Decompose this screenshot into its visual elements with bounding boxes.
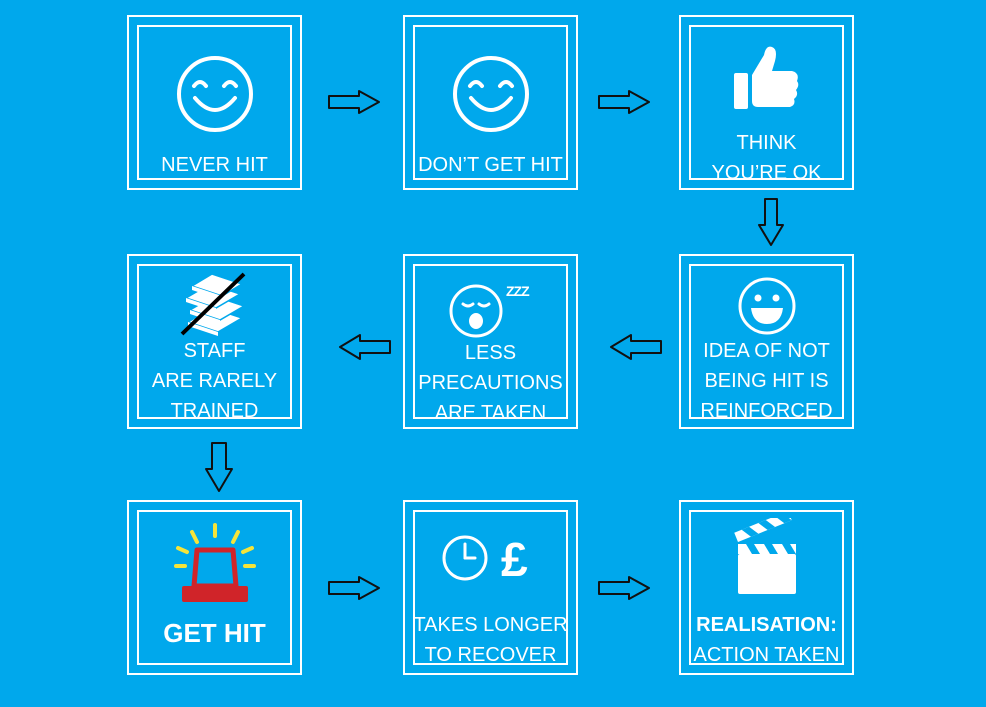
step-realisation: REALISATION: ACTION TAKEN [679, 500, 854, 675]
sleepy-face-icon: ZZZ [405, 278, 576, 340]
step-label: THINK YOU’RE OK [711, 132, 822, 184]
step-inner-border [137, 510, 292, 665]
clock-pound-icon: £ [405, 532, 576, 584]
arrow-down-icon [205, 442, 233, 492]
step-label: NEVER HIT [161, 154, 268, 176]
step-inner-border [689, 510, 844, 665]
step-never-hit: NEVER HIT [127, 15, 302, 190]
siren-icon [129, 520, 300, 610]
arrow-right-icon [328, 576, 380, 600]
step-label: STAFF ARE RARELY TRAINED [151, 340, 278, 422]
arrow-down-icon [758, 198, 784, 246]
step-label: DON’T GET HIT [418, 154, 563, 176]
step-idea-reinforced: IDEA OF NOT BEING HIT IS REINFORCED [679, 254, 854, 429]
arrow-left-icon [339, 334, 391, 360]
step-inner-border [689, 25, 844, 180]
sleep-zzz-text: ZZZ [506, 283, 530, 299]
step-inner-border [137, 25, 292, 180]
step-takes-longer: £ TAKES LONGER TO RECOVER [403, 500, 578, 675]
grinning-face-icon [681, 276, 852, 336]
step-inner-border [413, 264, 568, 419]
arrow-right-icon [598, 90, 650, 114]
step-dont-get-hit: DON’T GET HIT [403, 15, 578, 190]
clapperboard-icon [681, 518, 852, 598]
step-staff-rarely-trained: STAFF ARE RARELY TRAINED [127, 254, 302, 429]
thumbs-up-icon [681, 43, 852, 113]
step-label: IDEA OF NOT BEING HIT IS REINFORCED [700, 340, 833, 422]
smiley-icon [129, 54, 300, 134]
arrow-left-icon [610, 334, 662, 360]
step-less-precautions: ZZZ LESS PRECAUTIONS ARE TAKEN [403, 254, 578, 429]
step-think-youre-ok: THINK YOU’RE OK [679, 15, 854, 190]
pound-sign: £ [501, 534, 528, 584]
crossed-books-icon [129, 270, 300, 336]
step-label: REALISATION: ACTION TAKEN [693, 614, 840, 666]
smiley-icon [405, 54, 576, 134]
step-inner-border [413, 510, 568, 665]
step-inner-border [137, 264, 292, 419]
step-inner-border [413, 25, 568, 180]
step-label: LESS PRECAUTIONS ARE TAKEN [418, 342, 563, 424]
step-label: TAKES LONGER TO RECOVER [413, 614, 568, 666]
step-label: GET HIT [163, 618, 266, 648]
arrow-right-icon [328, 90, 380, 114]
step-inner-border [689, 264, 844, 419]
step-get-hit: GET HIT [127, 500, 302, 675]
arrow-right-icon [598, 576, 650, 600]
